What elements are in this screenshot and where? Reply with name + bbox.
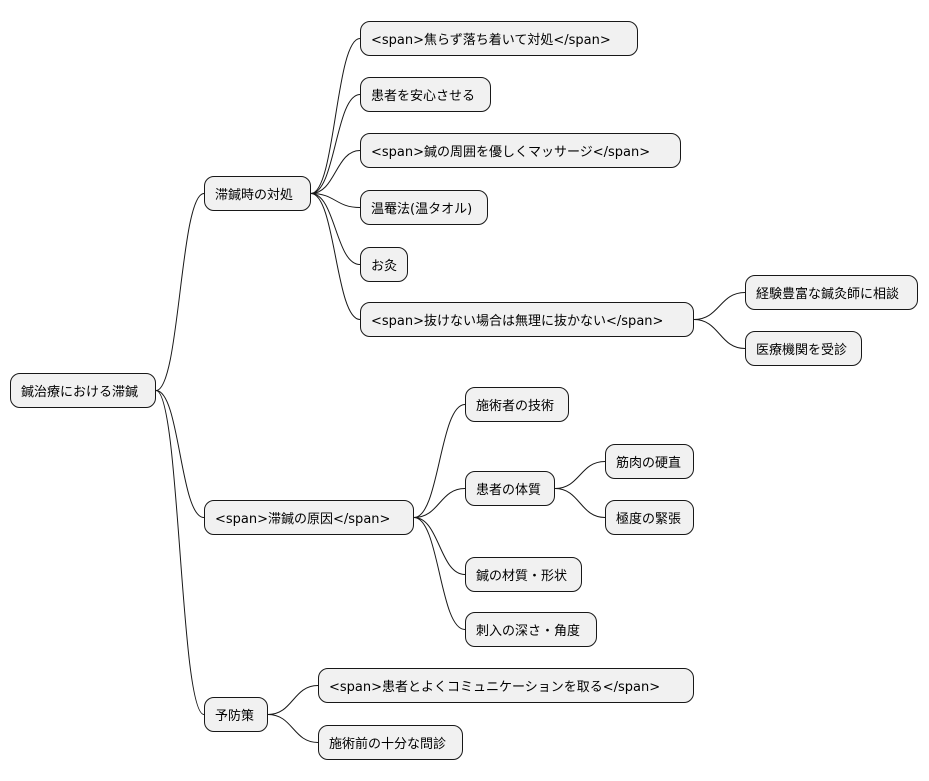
leaf-node: <span>抜けない場合は無理に抜かない</span> [360, 302, 694, 337]
connector-line [310, 193, 361, 265]
branch-node: <span>滞鍼の原因</span> [204, 500, 414, 535]
leaf-node: 極度の緊張 [605, 500, 694, 535]
connector-line [310, 94, 361, 194]
connector-line [310, 150, 361, 194]
leaf-node: 刺入の深さ・角度 [465, 612, 597, 647]
connector-line [413, 517, 466, 630]
connector-line [554, 488, 606, 518]
connector-line [310, 193, 361, 208]
connector-line [155, 390, 205, 715]
leaf-node: <span>患者とよくコミュニケーションを取る</span> [318, 668, 694, 703]
leaf-node: 経験豊富な鍼灸師に相談 [745, 275, 918, 310]
root-node: 鍼治療における滞鍼 [10, 373, 156, 408]
leaf-node: <span>鍼の周囲を優しくマッサージ</span> [360, 133, 681, 168]
leaf-node: 施術前の十分な問診 [318, 725, 463, 760]
connector-line [693, 319, 746, 349]
connector-line [554, 461, 606, 489]
connector-line [310, 38, 361, 194]
connector-line [413, 517, 466, 575]
leaf-node: 患者を安心させる [360, 77, 491, 112]
leaf-node: 患者の体質 [465, 471, 555, 506]
leaf-node: <span>焦らず落ち着いて対処</span> [360, 21, 638, 56]
connector-line [267, 685, 319, 715]
connector-line [267, 714, 319, 743]
branch-node: 滞鍼時の対処 [204, 176, 311, 211]
leaf-node: お灸 [360, 247, 408, 282]
branch-node: 予防策 [204, 697, 268, 732]
leaf-node: 鍼の材質・形状 [465, 557, 582, 592]
leaf-node: 医療機関を受診 [745, 331, 862, 366]
connector-line [693, 292, 746, 320]
leaf-node: 筋肉の硬直 [605, 444, 694, 479]
connector-line [155, 390, 205, 518]
connector-line [155, 193, 205, 391]
leaf-node: 温罨法(温タオル) [360, 190, 488, 225]
connector-line [310, 193, 361, 320]
leaf-node: 施術者の技術 [465, 387, 569, 422]
connector-line [413, 404, 466, 518]
connector-line [413, 488, 466, 518]
